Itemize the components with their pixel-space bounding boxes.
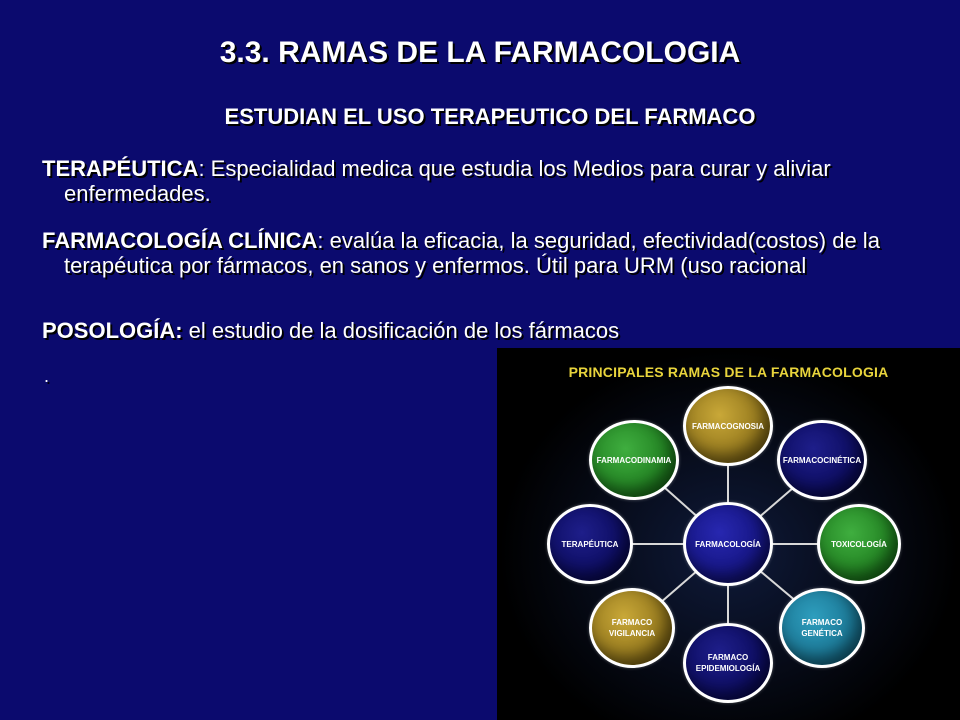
term-posologia: POSOLOGÍA: — [42, 318, 183, 343]
node-farmacognosia: FARMACOGNOSIA — [683, 386, 773, 466]
definition-posologia: el estudio de la dosificación de los fár… — [182, 318, 620, 343]
paragraph-posologia: POSOLOGÍA: el estudio de la dosificación… — [42, 318, 924, 343]
term-farmacologia-clinica: FARMACOLOGÍA CLÍNICA — [42, 228, 318, 253]
node-farmacovigilancia: FARMACO VIGILANCIA — [589, 588, 675, 668]
slide-subtitle: ESTUDIAN EL USO TERAPEUTICO DEL FARMACO — [224, 104, 756, 129]
definition-terapeutica: : Especialidad medica que estudia los Me… — [64, 156, 831, 206]
node-farmacocinetica: FARMACOCINÉTICA — [777, 420, 867, 500]
node-terapeutica: TERAPÉUTICA — [547, 504, 633, 584]
node-toxicologia: TOXICOLOGÍA — [817, 504, 901, 584]
trailing-dot: . — [44, 366, 50, 386]
node-farmacologia-center: FARMACOLOGÍA — [683, 502, 773, 586]
node-farmacogenetica: FARMACO GENÉTICA — [779, 588, 865, 668]
diagram-title: PRINCIPALES RAMAS DE LA FARMACOLOGIA — [568, 364, 889, 380]
pharmacology-branches-diagram: PRINCIPALES RAMAS DE LA FARMACOLOGIA FAR… — [497, 348, 960, 720]
paragraph-terapeutica: TERAPÉUTICA: Especialidad medica que est… — [42, 156, 924, 206]
definition-farmacologia-clinica: : evalúa la eficacia, la seguridad, efec… — [64, 228, 880, 278]
slide-title: 3.3. RAMAS DE LA FARMACOLOGIA — [219, 36, 741, 69]
paragraph-farmacologia-clinica: FARMACOLOGÍA CLÍNICA: evalúa la eficacia… — [42, 228, 924, 278]
node-farmacoepidemiologia: FARMACO EPIDEMIOLOGÍA — [683, 623, 773, 703]
node-farmacodinamia: FARMACODINAMIA — [589, 420, 679, 500]
term-terapeutica: TERAPÉUTICA — [42, 156, 199, 181]
